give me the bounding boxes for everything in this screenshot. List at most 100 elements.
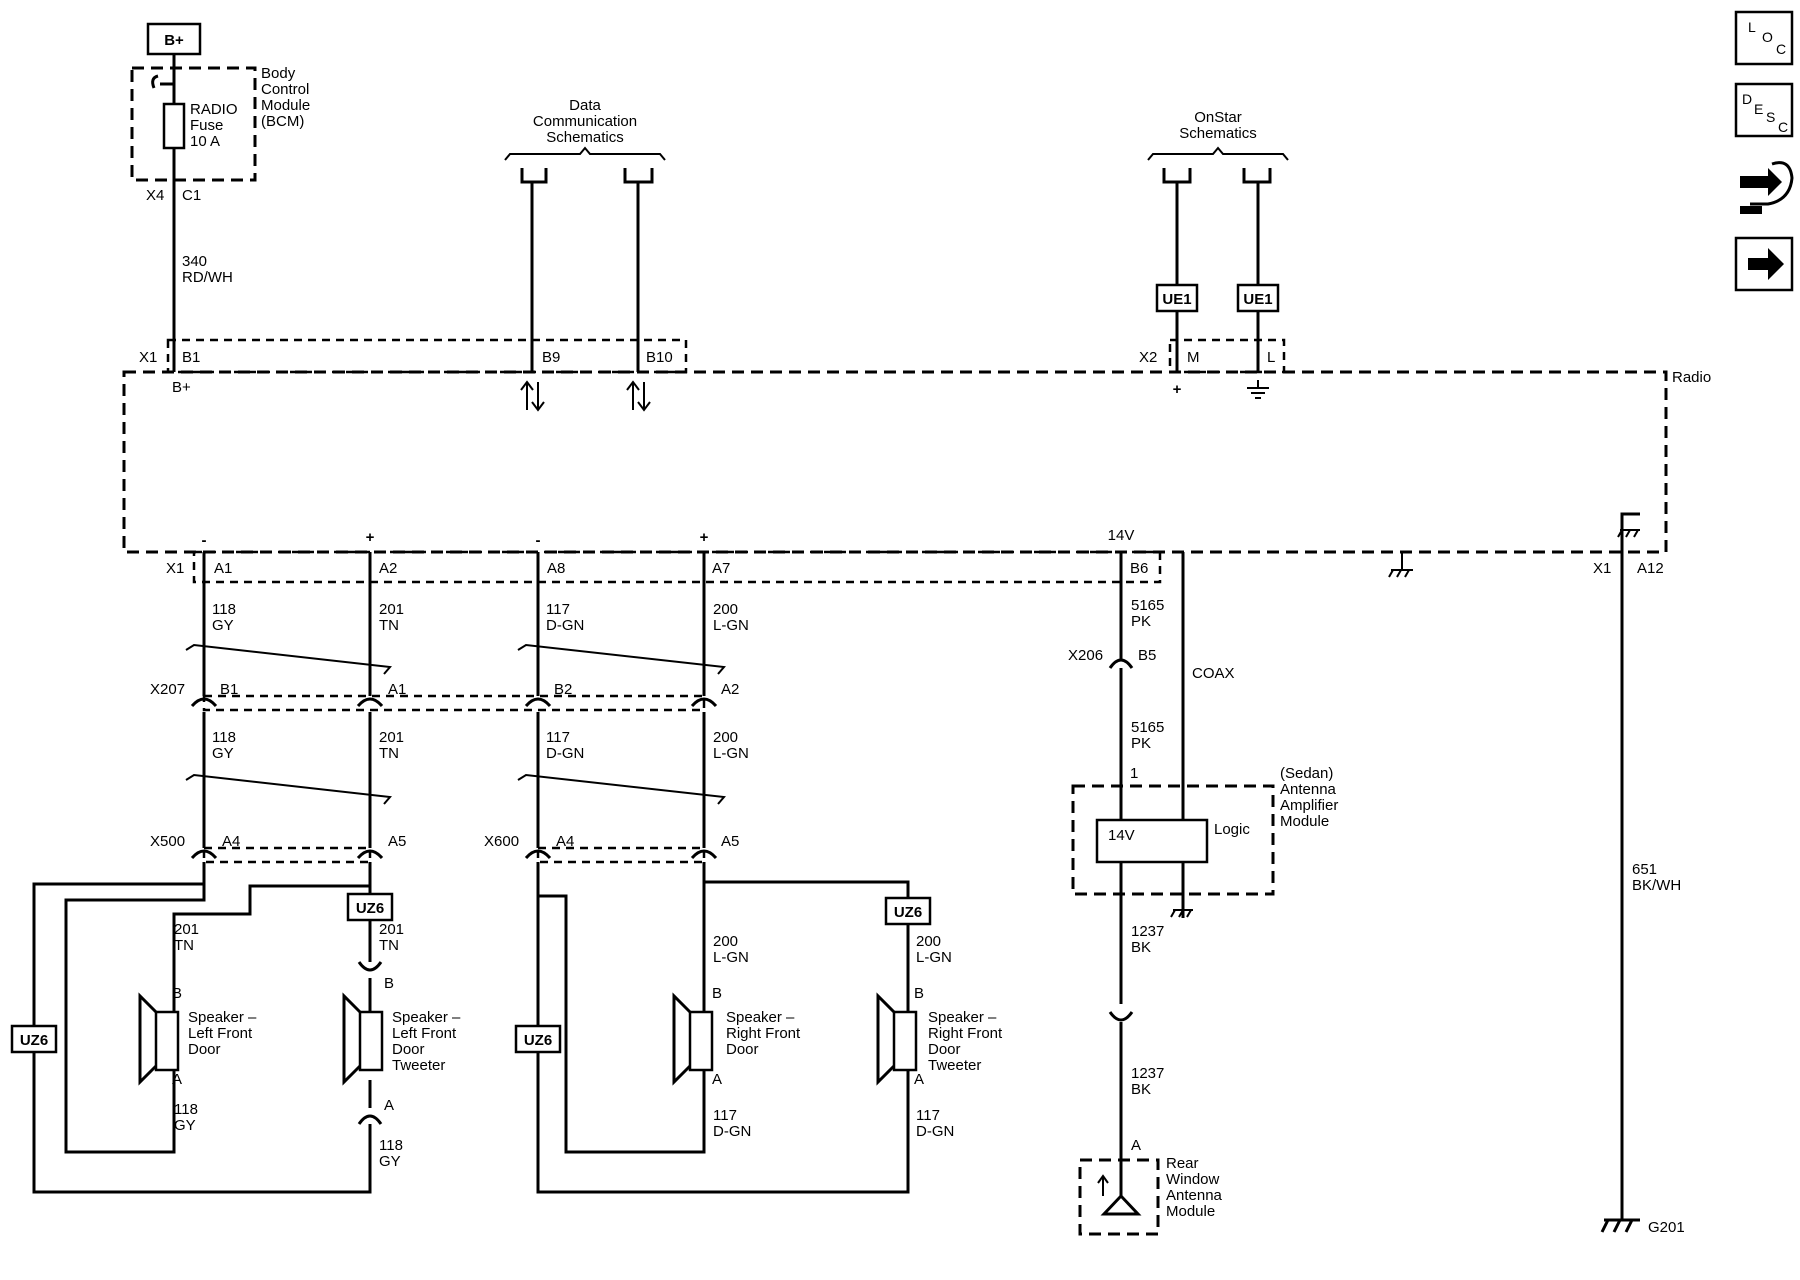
svg-text:118: 118 [174,1101,198,1118]
svg-text:117: 117 [546,729,570,746]
svg-text:RADIO: RADIO [190,101,238,118]
a8-minus-sign: - [536,532,541,549]
rf-tweeter-pin-b: B [914,985,924,1002]
svg-text:118: 118 [212,729,236,746]
svg-text:118: 118 [212,601,236,618]
svg-text:GY: GY [212,745,234,762]
wire-201-tn-left-door [172,862,372,1012]
svg-text:RD/WH: RD/WH [182,269,233,286]
svg-text:201: 201 [379,601,404,618]
connector-x1-top-outline [166,338,688,374]
svg-text:BK: BK [1131,1081,1151,1098]
svg-text:Communication: Communication [533,113,637,130]
svg-text:PK: PK [1131,735,1151,752]
svg-text:PK: PK [1131,613,1151,630]
radio-label: Radio [1672,369,1711,386]
svg-text:651: 651 [1632,861,1657,878]
svg-text:5165: 5165 [1131,719,1164,736]
svg-text:1237: 1237 [1131,923,1164,940]
speaker-right-front-door-symbol [672,992,714,1086]
svg-text:10 A: 10 A [190,133,220,150]
ground-g201-label: G201 [1648,1219,1685,1236]
svg-text:Module: Module [1280,813,1329,830]
x500-a5-contact [356,849,384,860]
svg-text:GY: GY [379,1153,401,1170]
connector-x1-right-label: X1 [1593,560,1611,577]
speaker-left-front-door-symbol [138,992,180,1086]
svg-text:Module: Module [261,97,310,114]
x600-a5-contact [690,849,718,860]
svg-text:Speaker –: Speaker – [188,1009,257,1026]
lf-door-pin-a: A [172,1071,182,1088]
loc-letter-c: C [1776,41,1786,57]
svg-text:117: 117 [546,601,570,618]
svg-text:BK/WH: BK/WH [1632,877,1681,894]
svg-text:(Sedan): (Sedan) [1280,765,1333,782]
svg-text:117: 117 [713,1107,737,1124]
svg-text:Speaker –: Speaker – [392,1009,461,1026]
svg-text:Body: Body [261,65,296,82]
svg-text:Fuse: Fuse [190,117,223,134]
amp-pin-1: 1 [1130,765,1138,782]
uz6-label-lf-tweeter: UZ6 [356,900,384,917]
x600-pin-a4: A4 [556,833,574,850]
svg-text:340: 340 [182,253,207,270]
svg-text:OnStar: OnStar [1194,109,1242,126]
lf-door-pin-b: B [172,985,182,1002]
twisted-pair-marker-1 [185,643,392,675]
description-button[interactable]: D E S C [1734,82,1794,138]
connector-x4-label: X4 [146,187,164,204]
svg-text:Window: Window [1166,1171,1220,1188]
connector-x2-outline [1168,338,1286,374]
x500-pin-a5: A5 [388,833,406,850]
svg-text:Control: Control [261,81,309,98]
next-page-button[interactable] [1734,236,1794,292]
x207-pin-a1: A1 [388,681,406,698]
svg-text:201: 201 [379,921,404,938]
svg-text:Left Front: Left Front [188,1025,253,1042]
x206-b5-contact [1108,658,1134,669]
ue1-box-1 [1155,283,1199,313]
ue1-label-2: UE1 [1243,291,1272,308]
pin-l-label: L [1267,349,1275,366]
svg-text:BK: BK [1131,939,1151,956]
svg-text:Tweeter: Tweeter [392,1057,445,1074]
a7-plus-sign: + [700,529,709,546]
svg-text:Right Front: Right Front [928,1025,1003,1042]
svg-text:TN: TN [174,937,194,954]
antenna-inline-contact [1108,1011,1134,1022]
twisted-pair-marker-2 [517,643,726,675]
svg-text:Door: Door [928,1041,961,1058]
svg-text:200: 200 [713,933,738,950]
svg-text:D-GN: D-GN [546,617,584,634]
rf-door-pin-a: A [712,1071,722,1088]
pin-b10-label: B10 [646,349,673,366]
svg-text:L-GN: L-GN [916,949,952,966]
radio-fuse-symbol [162,102,186,150]
uz6-label-right-outer: UZ6 [524,1032,552,1049]
svg-text:1237: 1237 [1131,1065,1164,1082]
speaker-left-front-tweeter-label: Speaker – Left Front Door Tweeter [392,1009,461,1074]
pin-a7-label: A7 [712,560,730,577]
connector-x1-bottom-outline [192,550,1162,584]
data-comm-bracket [504,146,666,161]
coax-label: COAX [1192,665,1235,682]
battery-positive-label: B+ [164,32,184,49]
wire-651-bkwh [1620,512,1640,1220]
radio-plus-label: + [1173,381,1182,398]
connector-x600-label: X600 [484,833,519,850]
diagnostic-procedures-icon[interactable] [1740,161,1794,214]
speaker-right-front-tweeter-symbol [876,992,918,1086]
component-locator-button[interactable]: L O C [1734,10,1794,66]
pin-a2-label: A2 [379,560,397,577]
